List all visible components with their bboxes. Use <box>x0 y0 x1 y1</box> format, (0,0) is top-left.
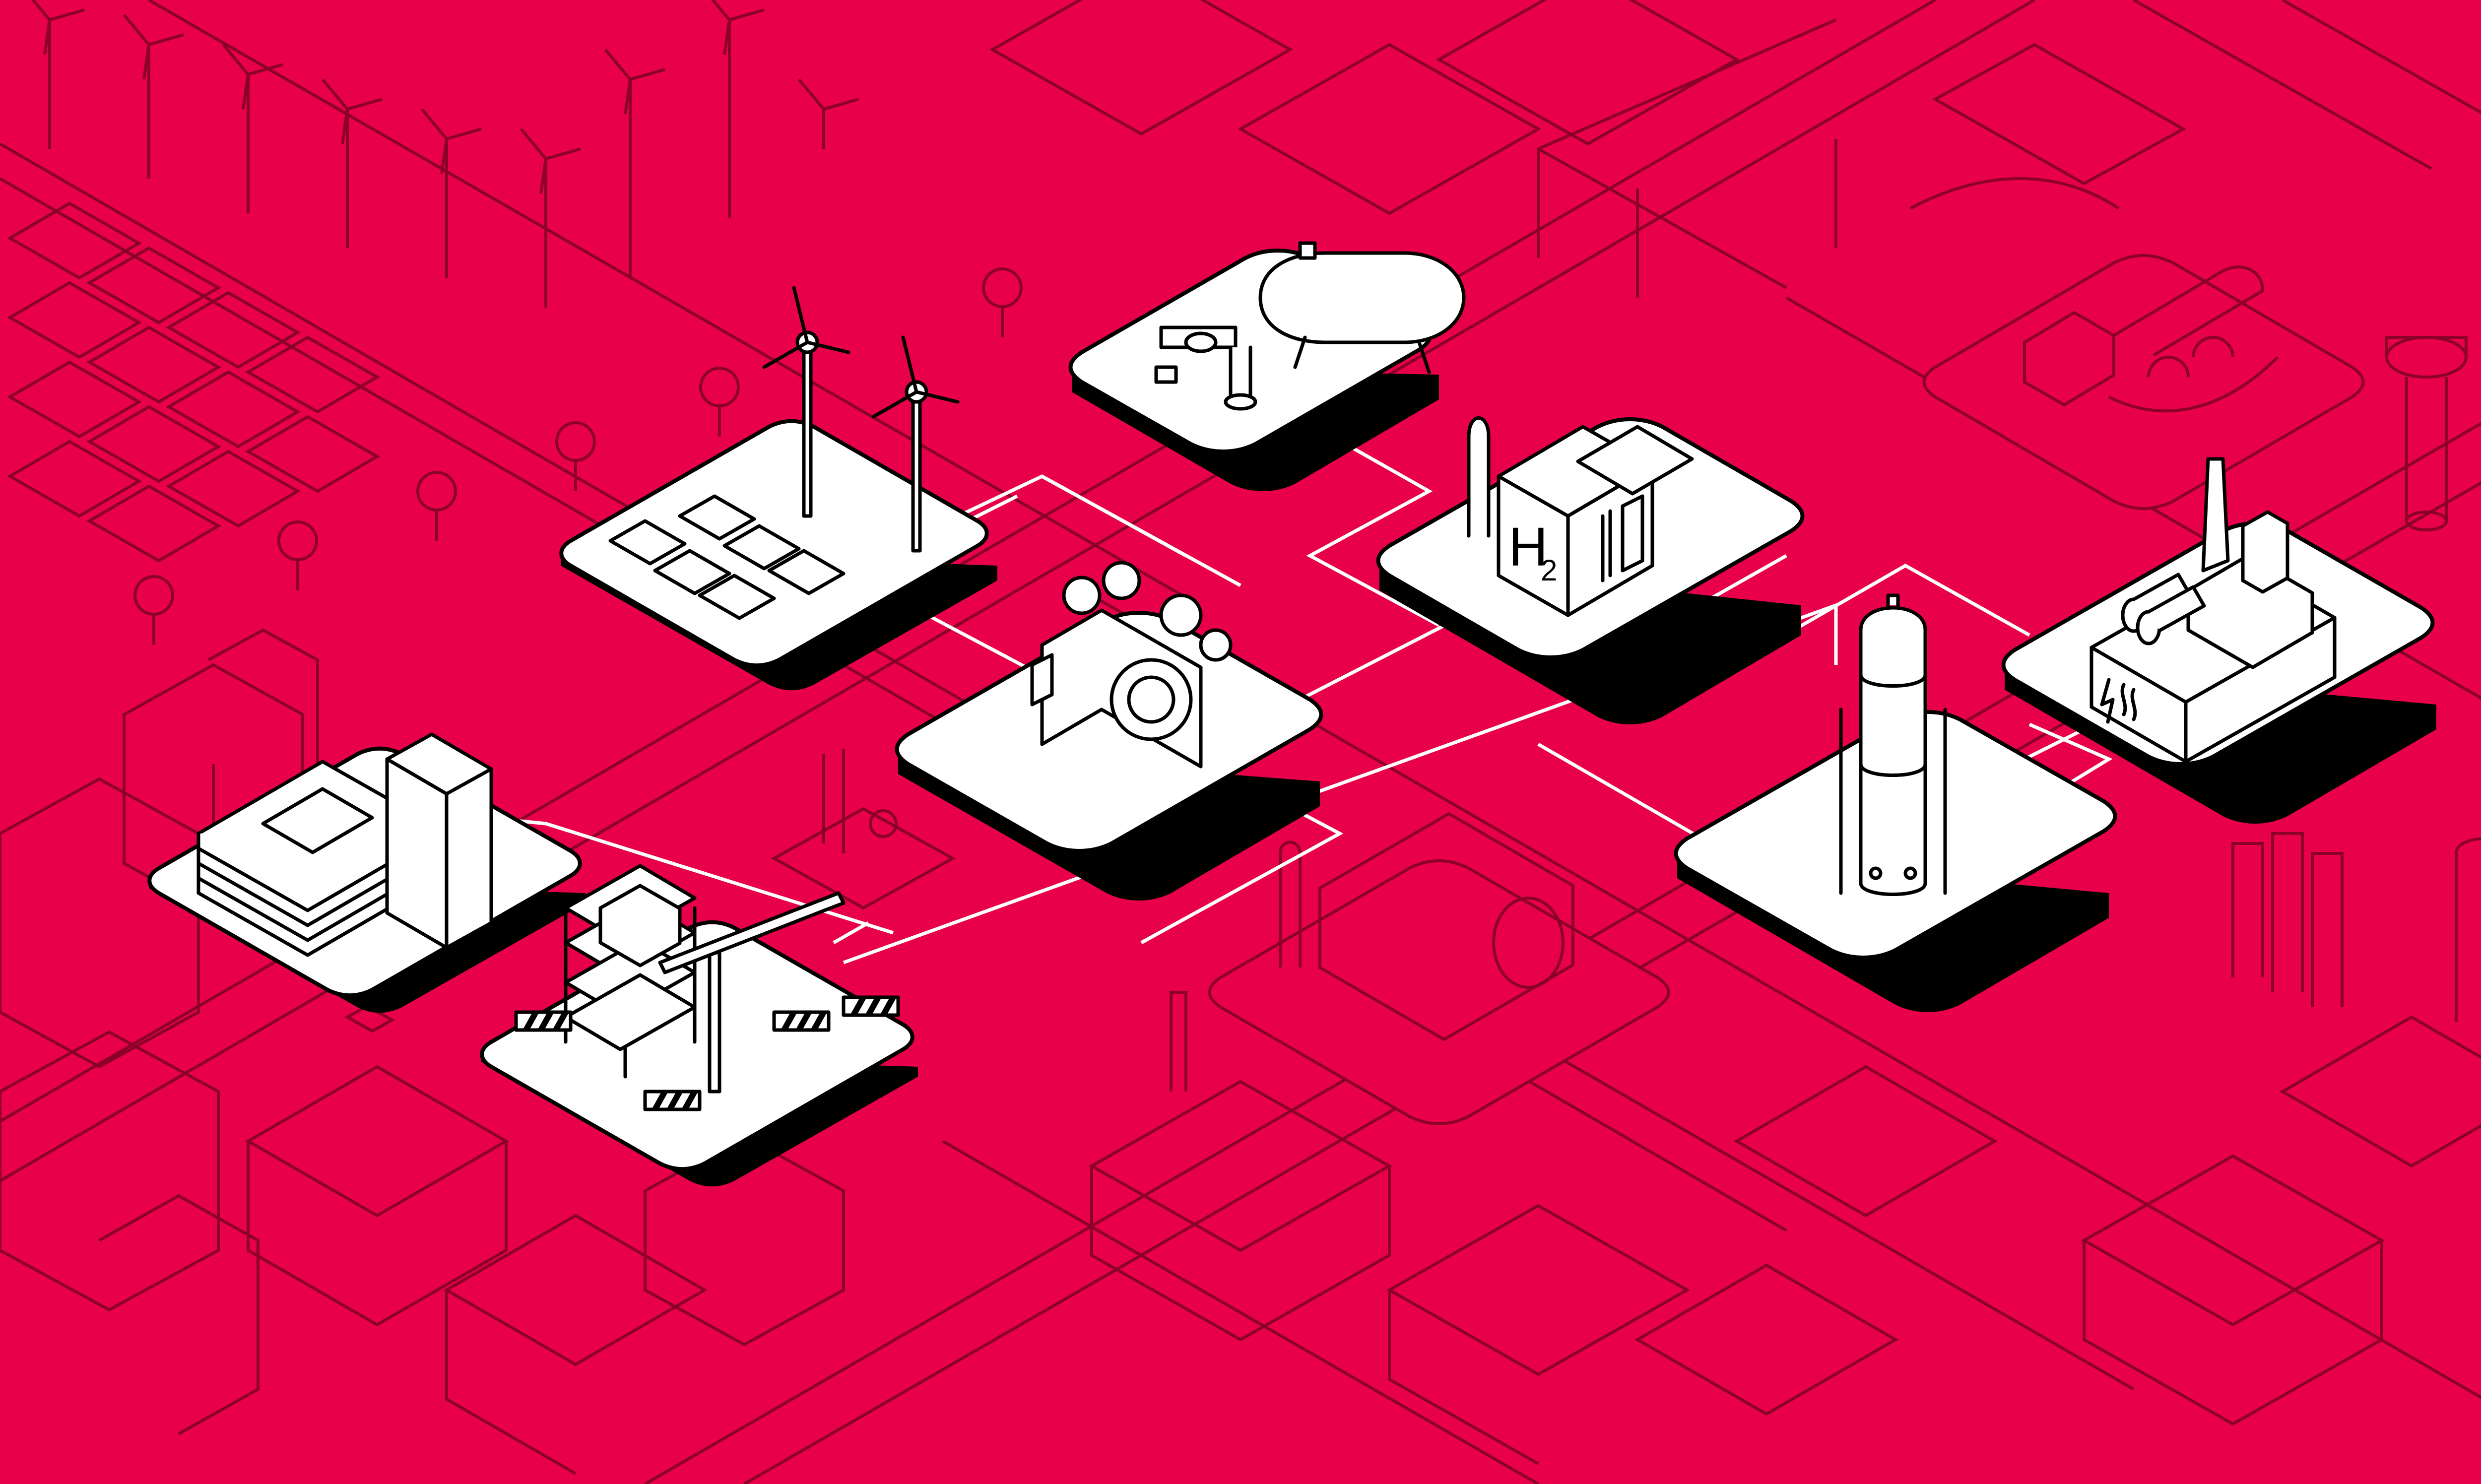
gas-engine-icon <box>1030 561 1233 769</box>
tile-buildings[interactable] <box>147 732 586 1013</box>
ghost-tile-turbine <box>1208 812 1670 1125</box>
pressure-tank-pipes-icon <box>1154 241 1466 411</box>
barrier-icons <box>514 995 900 1111</box>
hydrogen-electrolyzer-icon: H 2 <box>1467 416 1694 617</box>
background-wind-farm <box>31 0 859 308</box>
background-trees <box>133 267 1023 645</box>
background-control-tower <box>2385 336 2468 531</box>
background-refinery-small <box>771 749 956 910</box>
heat-waves-icon <box>2120 683 2137 721</box>
h2-subscript: 2 <box>1541 554 1557 587</box>
background-factories <box>1088 933 2481 1465</box>
power-heat-factory-icon <box>2089 457 2337 764</box>
lightning-icon <box>2100 678 2115 724</box>
gas-ship-icon <box>2108 336 2279 413</box>
background-car <box>344 1004 395 1033</box>
construction-site-icon <box>514 864 900 1111</box>
tile-construction[interactable] <box>480 864 918 1187</box>
solar-field <box>7 201 380 563</box>
office-buildings-icon <box>196 732 493 957</box>
background-refinery <box>2231 832 2481 1022</box>
reactor-vessel-icon <box>1839 593 1947 896</box>
background-port <box>989 0 2481 298</box>
tile-gas-storage[interactable] <box>1068 241 1466 491</box>
thermometer-icon <box>1279 840 1302 968</box>
ghost-tile-tanker <box>1922 254 2365 510</box>
tile-reactor[interactable] <box>1674 593 2117 1012</box>
tanker-truck-icon <box>2023 265 2265 407</box>
tile-renewables[interactable] <box>559 286 997 691</box>
turbine-icon <box>1318 812 1574 1041</box>
tile-hydrogen[interactable]: H 2 <box>1376 416 1805 725</box>
h2-label: H <box>1508 516 1548 578</box>
tile-engine[interactable] <box>895 561 1323 901</box>
tile-chp-plant[interactable] <box>2001 457 2437 824</box>
wind-turbines-solar-panels-icon <box>608 286 960 620</box>
